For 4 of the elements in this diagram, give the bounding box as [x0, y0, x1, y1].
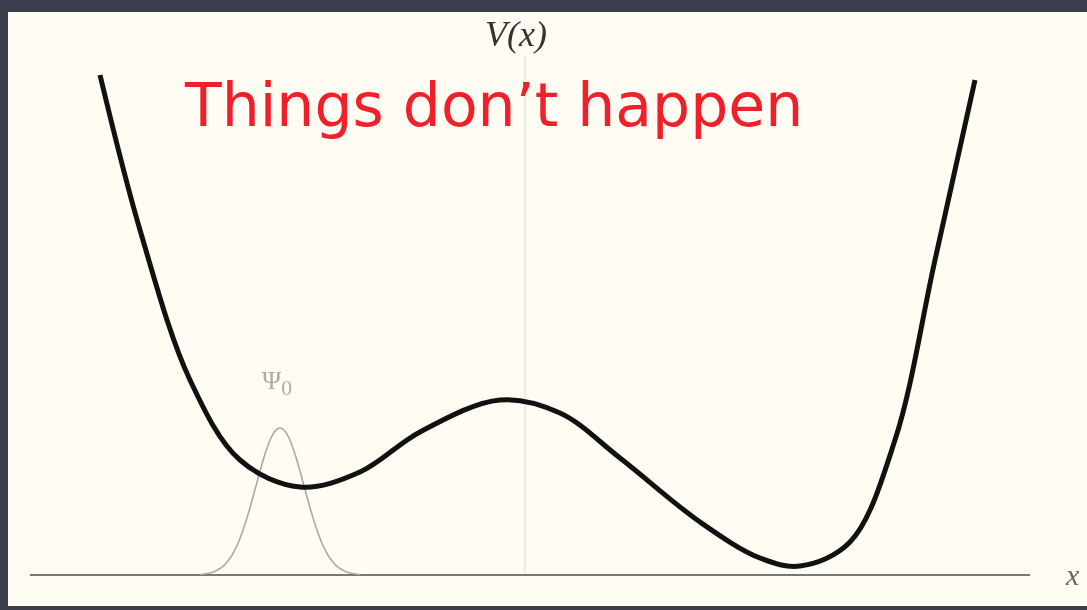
axis-label: V(x) — [485, 16, 547, 52]
title: Things don’t happen — [185, 72, 804, 138]
wavefunction-label: Ψ$_{0}$ — [262, 368, 292, 400]
axis-label: x — [1066, 560, 1080, 590]
